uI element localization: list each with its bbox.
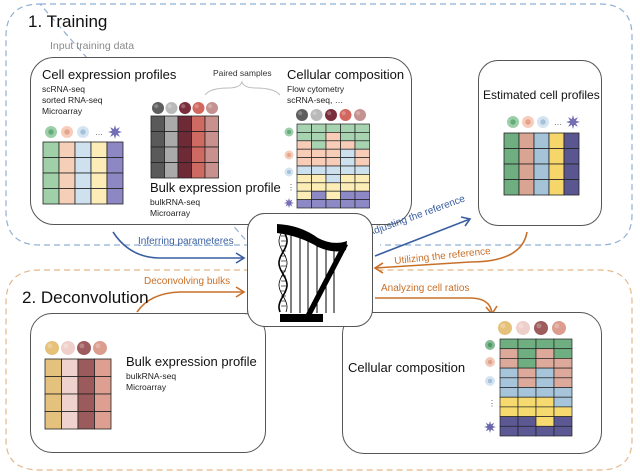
deconvolving-arrowhead [235,286,246,298]
utilizing-arrow [374,231,528,269]
deconv-bulk-method: Microarray [126,382,167,392]
deconvolving-bulks-label: Deconvolving bulks [144,276,231,287]
cellular-composition-title: Cellular composition [287,67,405,82]
deconv-bulk-method: bulkRNA-seq [126,371,177,381]
deconv-composition-title: Cellular composition [348,360,466,375]
cellular-composition-method: Flow cytometry [287,84,345,94]
training-section-border [5,3,633,246]
analyzing-arrow [375,297,493,314]
bulk-expression-method: bulkRNA-seq [150,197,201,207]
bulk-expression-method: Microarray [150,208,191,218]
inferring-arrow [112,231,243,259]
cellular-composition-method: scRNA-seq, … [287,95,344,105]
cell-expression-method: scRNA-seq [42,84,85,94]
deconvolving-arrow [136,291,243,313]
input-training-panel [30,57,412,225]
cell-expression-method: sorted RNA-seq [42,95,103,105]
adjusting-arrow [374,218,471,257]
center-model-panel-front [247,213,373,327]
cell-expression-method: Microarray [42,106,83,116]
training-title: 1. Training [28,12,108,31]
utilizing-arrowhead [373,262,384,274]
deconvolution-section-border [5,269,633,471]
input-training-data-label: Input training data [50,40,135,52]
paired-samples-label: Paired samples [213,68,272,78]
deconvolution-title: 2. Deconvolution [22,288,149,307]
estimated-profiles-panel [478,60,602,226]
inferring-arrowhead [235,252,246,264]
adjusting-arrowhead [460,216,472,227]
inferring-parameters-label: Inferring parameteres [138,236,234,247]
bulk-expression-title: Bulk expression profile [150,180,281,195]
cell-expression-title: Cell expression profiles [42,67,177,82]
deconv-bulk-title: Bulk expression profile [126,354,257,369]
deconv-composition-panel [342,312,602,454]
analyzing-ratios-label: Analyzing cell ratios [381,283,470,294]
estimated-profiles-title: Estimated cell profiles [483,88,600,102]
